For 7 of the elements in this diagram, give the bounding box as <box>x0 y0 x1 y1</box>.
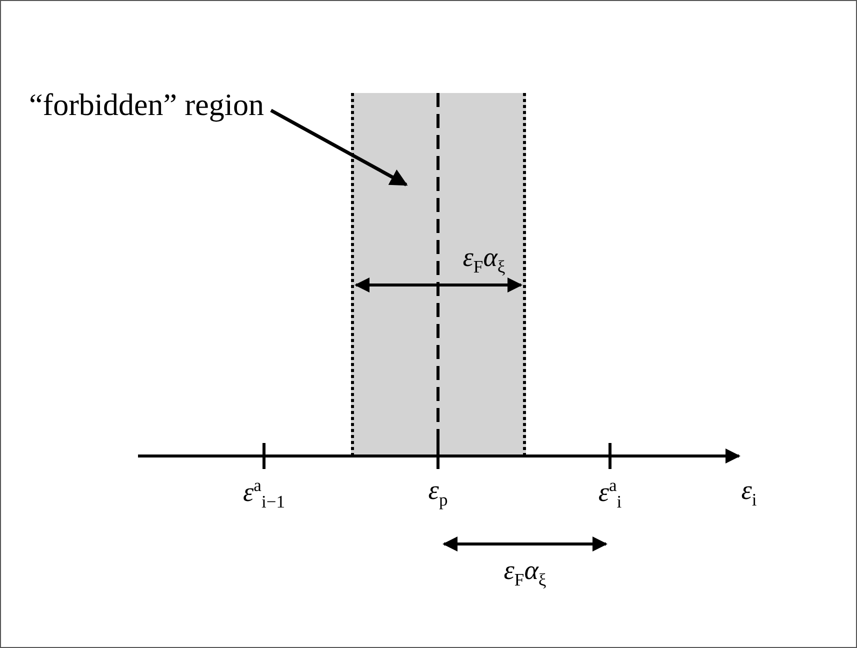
leader-line <box>270 108 408 186</box>
region-label: “forbidden” region <box>29 83 264 127</box>
dimension-label: ε$_{F}$α$_{ξ}$ <box>504 557 546 589</box>
tick-label: ε$_{p}$ <box>428 477 448 509</box>
forbidden-region <box>351 93 526 456</box>
axis-label: ε$_{i}$ <box>741 477 757 509</box>
dimension-label: ε$_{F}$α$_{ξ}$ <box>462 244 506 276</box>
